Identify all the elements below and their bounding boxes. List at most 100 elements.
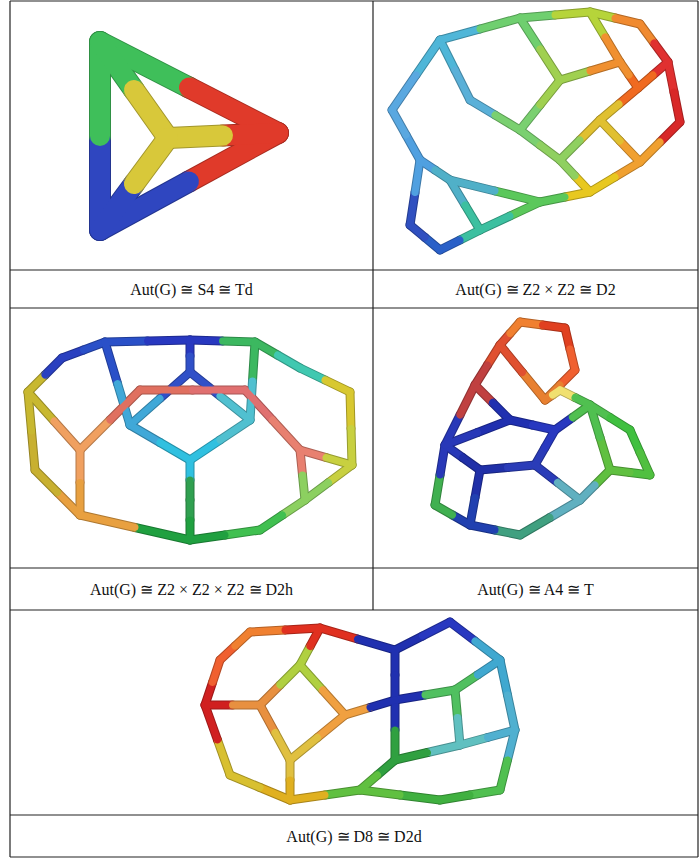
tube-shadow [320,628,358,639]
graph-edge-tube [478,420,511,433]
tube-shadow [300,450,303,475]
tube-shadow [130,399,160,426]
graph-edge-tube [520,130,540,145]
graph-edge-tube [600,438,610,471]
tube-shadow [160,372,190,399]
graph-edge-tube [455,70,470,100]
graph-edge-tube [425,690,455,695]
graph-edge-tube [287,780,294,800]
tube-shadow [250,630,285,632]
tube-shadow [654,43,668,62]
graph-edge-tube [392,700,399,730]
grid-line [10,307,698,308]
tube-shadow [415,160,420,193]
tube-shadow [160,443,190,461]
graph-edge-tube [615,162,640,177]
tube-shadow [273,420,301,450]
graph-edge-tube [213,660,221,683]
graph-edge-tube [654,43,668,62]
graph-edge-tube [225,530,260,535]
tube-shadow [480,468,508,471]
tube-shadow [235,632,250,646]
tube-shadow [134,138,168,184]
tube-shadow [475,385,493,403]
graph-edge-tube [54,421,80,450]
graph-edge-tube [508,465,536,468]
tube-shadow [455,675,478,690]
graph-edge-tube [260,788,290,801]
graph-edge-tube [230,775,260,788]
graph-edge-tube [660,122,680,142]
graph-edge-tube [540,49,560,80]
tube-shadow [455,70,470,100]
graph-edge-tube [193,387,246,394]
tube-shadow [80,420,110,450]
tube-shadow [300,368,325,380]
tube-shadow [318,715,346,738]
graph-edge-tube [508,695,516,730]
tube-shadow [253,342,256,381]
graph-edge-tube [350,392,351,429]
symmetry-caption: Aut(G) ≅ Z2 × Z2 ≅ D2 [453,280,617,299]
graph-edge-tube [190,440,220,460]
tube-shadow [391,730,400,760]
tube-shadow [560,140,580,160]
graph-edge-tube [35,470,58,493]
symmetry-caption: Aut(G) ≅ A4 ≅ T [475,580,595,599]
table-caption-cell: Aut(G) ≅ Z2 × Z2 ≅ D2 [373,270,698,308]
tube-shadow [495,115,520,130]
graph-edge-tube [575,398,590,406]
table-caption-cell: Aut(G) ≅ A4 ≅ T [373,568,698,610]
graph-edge-tube [455,690,458,718]
graph-figure [392,12,680,250]
tube-shadow [260,685,280,705]
graph-edge-tube [475,470,480,498]
graph-edge-tube [619,88,638,104]
tube-shadow [500,345,523,373]
tube-shadow [540,145,560,160]
graph-edge-tube [392,730,399,760]
graph-edge-tube [558,483,581,501]
grid-line [10,269,698,270]
graph-edge-tube [458,718,461,746]
graph-edge-tube [135,528,190,541]
graph-edge-tube [435,475,440,505]
graph-edge-tube [510,322,520,334]
graph-edge-tube [465,205,480,230]
graph-edge-tube [77,483,84,516]
tube-shadow [213,660,221,683]
graph-edge-tube [428,745,461,753]
tube-shadow [423,622,451,636]
graph-edge-tube [450,180,495,191]
graph-edge-tube [455,675,478,690]
graph-edge-tube [392,650,399,675]
tube-shadow [475,470,480,498]
symmetry-caption: Aut(G) ≅ Z2 × Z2 × Z2 ≅ D2h [88,580,295,599]
tube-shadow [260,515,283,530]
tube-shadow [500,660,508,695]
tube-shadow [495,191,540,202]
graph-edge-tube [600,120,620,141]
tube-shadow [220,396,250,420]
graph-edge-tube [80,420,110,450]
graph-edge-tube [105,342,118,384]
tube-shadow [630,430,640,453]
graph-edge-tube [500,760,508,790]
tube-shadow [358,639,396,650]
graph-edge-tube [351,429,352,466]
graph-edge-tube [423,622,451,636]
graph-edge-tube [520,105,540,130]
tube-shadow [540,197,565,202]
graph-edge-tube [535,465,558,483]
tube-shadow [558,483,581,501]
tube-shadow [520,518,550,536]
tube-shadow [395,636,423,650]
tube-shadow [455,690,458,718]
graph-edge-tube [360,775,378,790]
graph-edge-tube [590,62,620,71]
tube-shadow [460,385,475,415]
tube-shadow [280,665,300,685]
tube-shadow [674,92,680,122]
grid-line [10,0,698,1]
